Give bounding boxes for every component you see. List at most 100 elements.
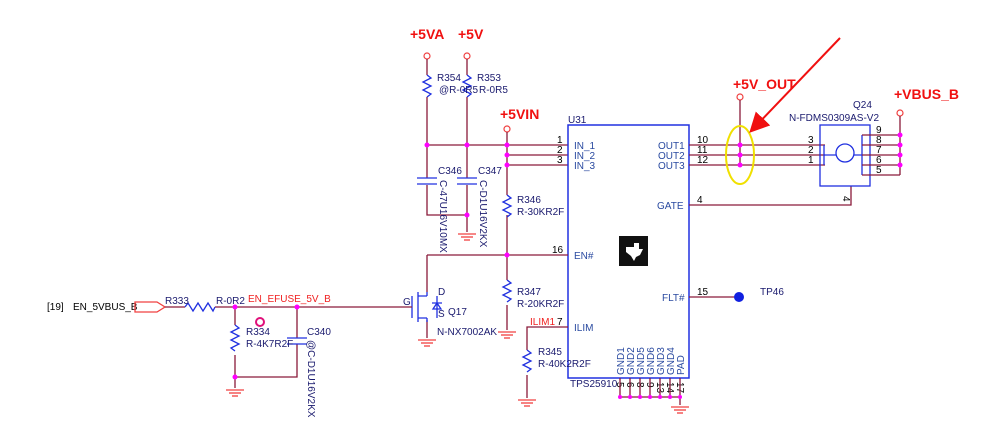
highlight-ellipse <box>725 125 755 185</box>
junction-dots <box>232 132 903 399</box>
c340-value: @C-D1U16V2KX <box>305 340 316 418</box>
u31-right-pins: OUT1 10 OUT2 11 OUT3 12 GATE 4 FLT# 15 <box>657 135 709 304</box>
r333-value: R-0R2 <box>216 296 245 307</box>
r353-value: R-0R5 <box>479 85 508 96</box>
c347-value: C-D1U16V2KX <box>477 180 488 248</box>
sheet-ref: [19] <box>47 302 64 313</box>
q17-value: N-NX7002AK <box>437 327 497 338</box>
svg-text:10: 10 <box>697 135 709 146</box>
tp46-testpoint[interactable] <box>734 292 744 302</box>
resistor-r346-r347 <box>501 194 513 303</box>
svg-text:EN#: EN# <box>574 251 594 262</box>
annotation-arrow <box>749 37 841 133</box>
q17-d: D <box>438 287 445 298</box>
svg-text:GND4: GND4 <box>666 347 677 375</box>
svg-text:12: 12 <box>697 155 709 166</box>
net-ilim1: ILIM1 <box>530 317 555 328</box>
u31-part: TPS25910 <box>570 379 618 390</box>
svg-text:IN_1: IN_1 <box>574 141 596 152</box>
rail-5va-label: +5VA <box>410 26 444 42</box>
svg-text:OUT2: OUT2 <box>658 151 685 162</box>
svg-text:7: 7 <box>876 145 882 156</box>
svg-text:8: 8 <box>876 135 882 146</box>
tp46-ref: TP46 <box>760 287 784 298</box>
wires-input-caps <box>426 59 468 232</box>
u31-ref: U31 <box>568 115 587 126</box>
svg-text:1: 1 <box>557 135 563 146</box>
q24-value: N-FDMS0309AS-V2 <box>789 113 879 124</box>
q24-internal <box>823 135 863 175</box>
svg-text:16: 16 <box>552 245 564 256</box>
svg-text:2: 2 <box>808 145 814 156</box>
rail-5v-out-label: +5V_OUT <box>733 76 796 92</box>
r334-ref: R334 <box>246 327 270 338</box>
resistor-r345 <box>521 349 533 373</box>
svg-text:FLT#: FLT# <box>662 293 685 304</box>
c346-ref: C346 <box>438 166 462 177</box>
rail-vbus-b-label: +VBUS_B <box>894 86 959 102</box>
input-port-shape <box>134 301 167 313</box>
svg-text:OUT1: OUT1 <box>658 141 685 152</box>
svg-text:7: 7 <box>557 317 563 328</box>
svg-text:4: 4 <box>697 195 703 206</box>
r345-value: R-40K2R2F <box>538 359 591 370</box>
svg-text:IN_2: IN_2 <box>574 151 596 162</box>
resistor-r354-r353 <box>421 74 473 98</box>
r334-value: R-4K7R2F <box>246 339 293 350</box>
svg-text:11: 11 <box>697 145 708 156</box>
svg-text:6: 6 <box>876 155 882 166</box>
svg-text:1: 1 <box>808 155 814 166</box>
r347-value: R-20KR2F <box>517 299 564 310</box>
svg-text:GND6: GND6 <box>646 347 657 375</box>
r333-ref: R333 <box>165 296 189 307</box>
r346-ref: R346 <box>517 195 541 206</box>
r353-ref: R353 <box>477 73 501 84</box>
rail-5v-label: +5V <box>458 26 484 42</box>
svg-text:OUT3: OUT3 <box>658 161 685 172</box>
svg-text:GND1: GND1 <box>616 347 627 375</box>
svg-text:GND3: GND3 <box>656 347 667 375</box>
c347-ref: C347 <box>478 166 502 177</box>
input-port-label: EN_5VBUS_B <box>73 302 138 313</box>
gnd-pin-wires <box>619 378 681 405</box>
r333-r334-c340-symbols <box>184 301 307 352</box>
net-en-efuse: EN_EFUSE_5V_B <box>248 294 331 305</box>
u31-body <box>567 124 690 379</box>
svg-text:9: 9 <box>876 125 882 136</box>
svg-text:ILIM: ILIM <box>574 323 593 334</box>
svg-text:GND2: GND2 <box>626 347 637 375</box>
q17-ref: Q17 <box>448 307 467 318</box>
wires-vbus <box>862 116 901 176</box>
r345-ref: R345 <box>538 347 562 358</box>
rail-5vin-label: +5VIN <box>500 106 539 122</box>
r346-value: R-30KR2F <box>517 207 564 218</box>
ti-logo-mark <box>626 243 643 261</box>
svg-text:3: 3 <box>557 155 563 166</box>
svg-text:2: 2 <box>557 145 563 156</box>
wires-ilim <box>526 326 568 398</box>
svg-text:15: 15 <box>697 287 709 298</box>
capacitor-c346-c347 <box>417 177 477 185</box>
svg-text:GND5: GND5 <box>636 347 647 375</box>
c340-ref: C340 <box>307 327 331 338</box>
q24-mosfet-symbol <box>835 143 855 163</box>
q17-s: S <box>438 309 445 320</box>
svg-text:4: 4 <box>840 196 851 202</box>
q24-ref: Q24 <box>853 100 872 111</box>
q17-g: G <box>403 297 411 308</box>
svg-text:GATE: GATE <box>657 201 684 212</box>
probe-marker-icon <box>255 317 265 327</box>
c346-value: C-47U16V10MX <box>437 180 448 253</box>
r347-ref: R347 <box>517 287 541 298</box>
r354-ref: R354 <box>437 73 461 84</box>
wires-enable <box>165 306 412 388</box>
wires-en <box>426 254 568 338</box>
wires-output <box>689 100 852 206</box>
svg-text:3: 3 <box>808 135 814 146</box>
r354-value: @R-0R5 <box>439 85 478 96</box>
svg-text:IN_3: IN_3 <box>574 161 596 172</box>
